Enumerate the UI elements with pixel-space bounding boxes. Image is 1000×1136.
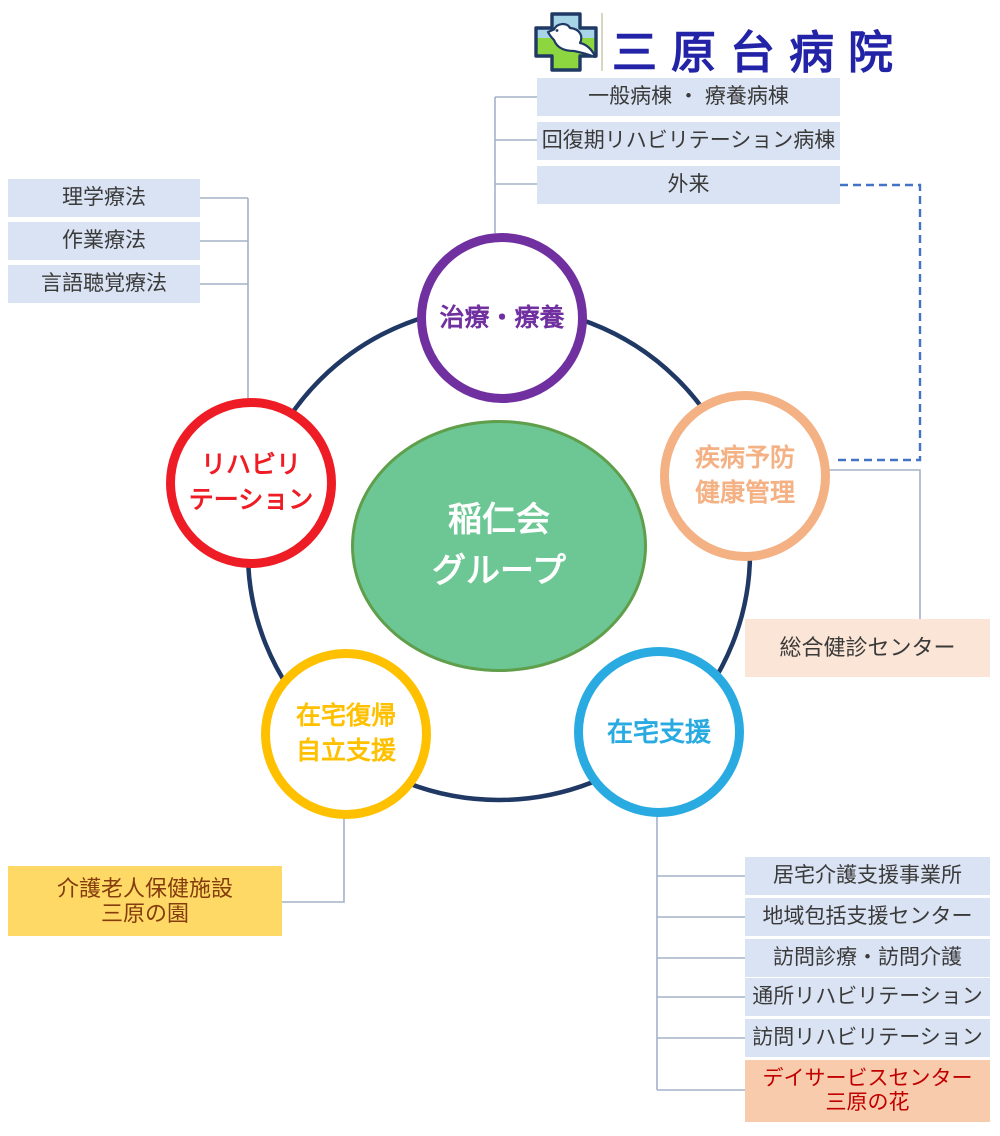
logo-divider — [601, 13, 603, 71]
rehab-unit-label: 作業療法 — [62, 228, 146, 252]
hospital-unit-box-recovery-rehab-ward: 回復期リハビリテーション病棟 — [537, 122, 840, 160]
circle-disease-prevention: 疾病予防 健康管理 — [660, 391, 830, 561]
home-service-label: 通所リハビリテーション — [752, 984, 983, 1008]
hospital-unit-label: 一般病棟 ・ 療養病棟 — [588, 84, 789, 108]
care-facility-label: 介護老人保健施設 三原の園 — [56, 875, 233, 926]
circle-label: 治療・療養 — [439, 303, 565, 332]
home-service-box-community-support-center: 地域包括支援センター — [745, 898, 990, 936]
hospital-unit-box-outpatient: 外来 — [537, 166, 840, 204]
home-service-label: 訪問診療・訪問介護 — [773, 945, 962, 969]
home-service-label: 居宅介護支援事業所 — [773, 863, 962, 887]
rehab-unit-label: 言語聴覚療法 — [41, 271, 167, 295]
home-service-box-day-service-center: デイサービスセンター 三原の花 — [745, 1060, 990, 1122]
hospital-unit-box-general-ward: 一般病棟 ・ 療養病棟 — [537, 78, 840, 116]
circle-treatment-care: 治療・療養 — [417, 233, 587, 403]
checkup-center-box: 総合健診センター — [745, 619, 990, 677]
top-branch-lines — [494, 96, 537, 233]
left-branch-lines — [200, 197, 249, 400]
care-facility-line — [282, 816, 345, 903]
home-service-box-visiting-rehab: 訪問リハビリテーション — [745, 1019, 990, 1057]
circle-home-support: 在宅支援 — [574, 647, 744, 817]
circle-label: 疾病予防 健康管理 — [694, 444, 795, 507]
group-name: 稲仁会 グループ — [432, 501, 566, 590]
dove-icon — [546, 22, 597, 59]
rehab-unit-box-physical-therapy: 理学療法 — [8, 179, 200, 217]
home-service-box-visiting-care: 訪問診療・訪問介護 — [745, 939, 990, 977]
checkup-center-label: 総合健診センター — [779, 635, 956, 661]
home-services-lines — [656, 813, 745, 1091]
circle-label: 在宅支援 — [606, 716, 711, 747]
group-center-ellipse: 稲仁会 グループ — [351, 420, 647, 672]
hospital-unit-label: 外来 — [667, 172, 710, 196]
hospital-cross-dove-logo-icon — [534, 12, 598, 72]
home-service-label: 地域包括支援センター — [762, 904, 973, 928]
circle-label: 在宅復帰 自立支援 — [295, 702, 396, 765]
home-service-box-care-support-office: 居宅介護支援事業所 — [745, 857, 990, 895]
home-service-box-daycare-rehab: 通所リハビリテーション — [745, 978, 990, 1016]
hospital-unit-label: 回復期リハビリテーション病棟 — [541, 128, 836, 152]
care-facility-box: 介護老人保健施設 三原の園 — [8, 866, 282, 936]
rehab-unit-box-occupational-therapy: 作業療法 — [8, 222, 200, 260]
circle-home-return-support: 在宅復帰 自立支援 — [261, 649, 431, 819]
home-service-label: 訪問リハビリテーション — [752, 1025, 983, 1049]
rehab-unit-label: 理学療法 — [62, 185, 146, 209]
outpatient-dashed-line — [834, 183, 922, 462]
circle-rehabilitation: リハビリ テーション — [166, 398, 336, 568]
rehab-unit-box-speech-therapy: 言語聴覚療法 — [8, 265, 200, 303]
day-service-center-label: デイサービスセンター 三原の花 — [762, 1066, 973, 1114]
circle-label: リハビリ テーション — [188, 451, 314, 514]
hospital-name: 三原台病院 — [612, 27, 908, 78]
checkup-center-line — [829, 469, 921, 619]
